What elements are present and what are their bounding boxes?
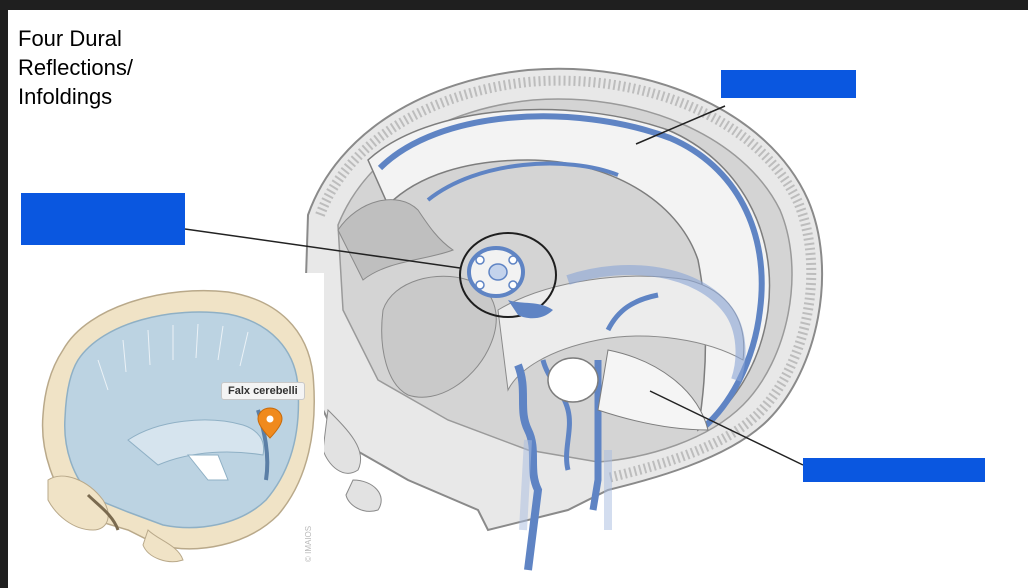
skull-cutaway — [301, 67, 824, 571]
dural-reflections-illustration — [28, 67, 824, 588]
leader-line-right — [649, 390, 804, 466]
inset-falx-cerebelli-label: Falx cerebelli — [221, 382, 305, 400]
slide-title: Four Dural Reflections/ Infoldings — [18, 26, 133, 109]
leader-line-top — [635, 105, 726, 145]
label-box-right — [803, 458, 985, 482]
inset-falx-cerebelli-image — [28, 273, 324, 588]
slide: Four Dural Reflections/ Infoldings — [8, 10, 1028, 588]
label-box-left — [21, 193, 185, 245]
leader-line-left — [184, 228, 461, 269]
label-box-top — [721, 70, 856, 98]
inset-watermark: © IMAIOS — [304, 525, 313, 562]
location-pin-icon — [257, 407, 283, 439]
